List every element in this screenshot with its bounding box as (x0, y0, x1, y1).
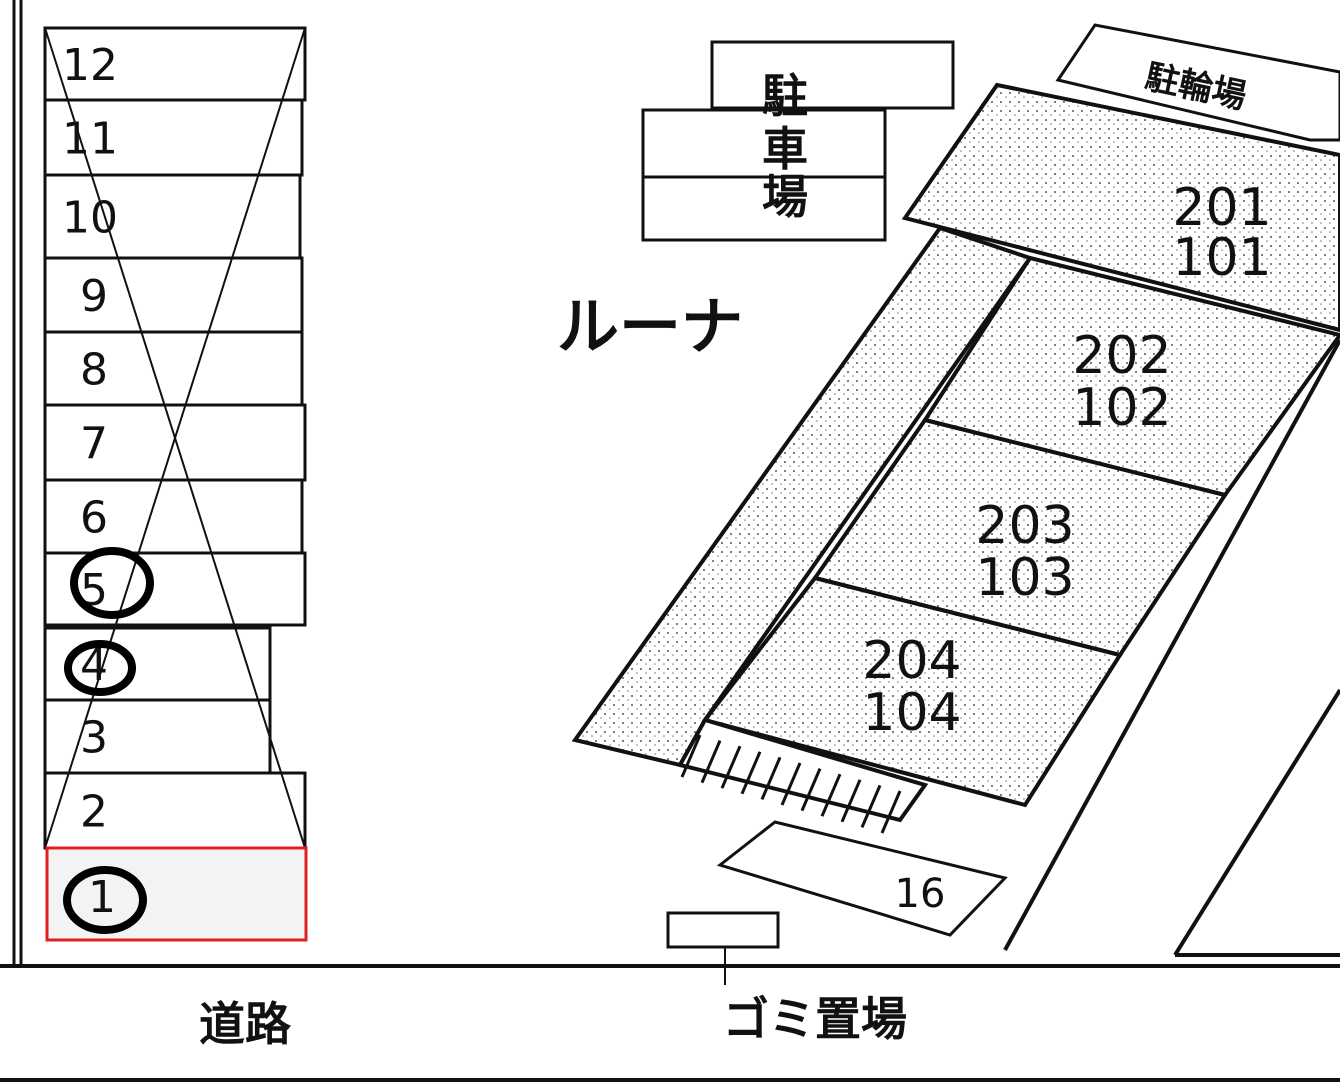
hatch-line (720, 745, 742, 789)
hatch-line (860, 784, 882, 828)
hatch-line (680, 734, 702, 778)
road-label: 道路 (199, 997, 292, 1051)
room-2: 202 102 (1072, 326, 1171, 438)
hatch-line (840, 779, 862, 823)
parking-slot-6[interactable] (43, 478, 304, 555)
parking-slot-16[interactable] (716, 820, 1008, 937)
circle-mark (64, 640, 136, 696)
site-boundary (1173, 688, 1340, 957)
slot-number: 6 (80, 493, 108, 544)
hatch-line (780, 762, 802, 806)
parking-slot-8[interactable] (43, 330, 304, 407)
slot-number: 10 (62, 193, 118, 244)
room-4: 204 104 (862, 631, 961, 743)
slot-16-label: 16 (895, 871, 946, 917)
cross-line (44, 27, 306, 849)
parking-slot-12[interactable] (43, 26, 307, 102)
room-1: 201 101 (1172, 178, 1271, 288)
circle-mark (63, 866, 147, 934)
garbage-label: ゴミ置場 (723, 992, 907, 1046)
svg-text:203: 203 (975, 496, 1074, 556)
parking-slot-2[interactable] (43, 771, 307, 850)
slot-number: 9 (80, 271, 108, 322)
hatch-line (800, 768, 822, 812)
parking-slot-3[interactable] (43, 698, 272, 775)
car-parking-label: 駐 (762, 69, 808, 123)
slot-number: 1 (88, 872, 116, 923)
circle-mark (70, 547, 154, 619)
car-parking (641, 40, 955, 242)
hatch-line (760, 756, 782, 800)
svg-text:103: 103 (975, 548, 1074, 608)
building (571, 82, 1340, 823)
building-name: ルーナ (557, 290, 743, 363)
parking-slot-9[interactable] (43, 256, 304, 334)
svg-text:101: 101 (1172, 228, 1271, 288)
svg-text:104: 104 (862, 683, 961, 743)
slot-number: 2 (80, 787, 108, 838)
parking-slot-5[interactable] (43, 551, 307, 627)
hatch-line (820, 773, 842, 817)
garbage-station (666, 911, 780, 949)
slot-number: 7 (80, 419, 108, 470)
hatch-line (880, 790, 902, 834)
svg-text:204: 204 (862, 631, 961, 691)
slot-number: 12 (62, 40, 118, 91)
car-parking-label: 車 (762, 122, 808, 176)
slot-number: 8 (80, 345, 108, 396)
hatch-line (740, 751, 762, 795)
svg-text:201: 201 (1172, 178, 1271, 238)
parking-slots (43, 26, 307, 850)
bicycle-parking (1055, 23, 1340, 142)
room-3: 203 103 (975, 496, 1074, 608)
car-parking-label: 場 (762, 170, 808, 224)
svg-text:202: 202 (1072, 326, 1171, 386)
slot-number: 11 (62, 114, 118, 165)
site-boundary (1003, 339, 1340, 951)
parking-slot-7[interactable] (43, 403, 307, 482)
parking-slot-10[interactable] (43, 173, 302, 260)
hatch-line (700, 740, 722, 784)
svg-text:102: 102 (1072, 378, 1171, 438)
slot-number: 3 (80, 713, 108, 764)
